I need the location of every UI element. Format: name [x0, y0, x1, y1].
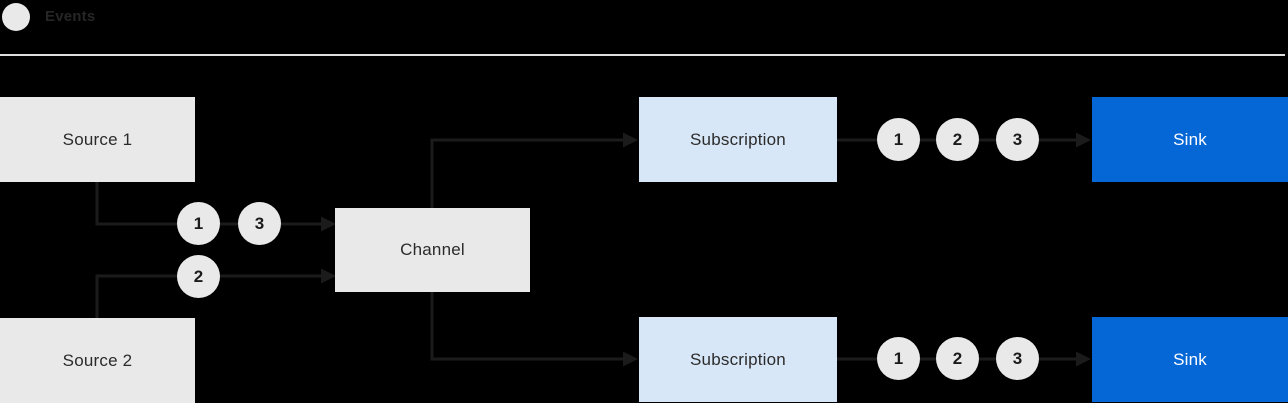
node-source1: Source 1: [0, 97, 195, 182]
event-marker-subscription-top-3: 3: [996, 118, 1039, 161]
event-circle-icon: [2, 3, 30, 31]
event-marker-source1-3: 3: [238, 202, 281, 245]
node-source2-label: Source 2: [62, 350, 133, 370]
event-marker-source1-1: 1: [177, 202, 220, 245]
legend-label: Events: [45, 8, 96, 25]
node-sink-top: Sink: [1092, 97, 1288, 182]
arrowhead-subscription-sink-top: [1076, 132, 1091, 148]
connector-source2-channel: [95, 274, 321, 319]
divider: [0, 54, 1285, 56]
node-source2: Source 2: [0, 318, 195, 403]
node-subscription-top-label: Subscription: [690, 129, 786, 149]
connector-channel-subscription-top: [430, 138, 623, 208]
arrowhead-source2-channel: [321, 268, 336, 284]
node-sink-top-label: Sink: [1173, 129, 1207, 149]
event-marker-subscription-top-2: 2: [936, 118, 979, 161]
arrowhead-source1-channel: [321, 216, 336, 232]
connector-channel-subscription-bottom: [430, 292, 623, 361]
node-sink-bottom-label: Sink: [1173, 349, 1207, 369]
event-marker-subscription-bottom-1: 1: [877, 337, 920, 380]
node-subscription-bottom-label: Subscription: [690, 349, 786, 369]
event-marker-subscription-bottom-3: 3: [996, 337, 1039, 380]
event-marker-subscription-bottom-2: 2: [936, 337, 979, 380]
event-marker-subscription-top-1: 1: [877, 118, 920, 161]
node-sink-bottom: Sink: [1092, 317, 1288, 402]
node-subscription-top: Subscription: [639, 97, 837, 182]
node-subscription-bottom: Subscription: [639, 317, 837, 402]
arrowhead-channel-subscription-bottom: [623, 351, 638, 367]
arrowhead-subscription-sink-bottom: [1076, 351, 1091, 367]
arrowhead-channel-subscription-top: [623, 132, 638, 148]
node-channel: Channel: [335, 208, 530, 292]
node-source1-label: Source 1: [62, 129, 133, 149]
event-marker-source2-2: 2: [177, 255, 220, 298]
node-channel-label: Channel: [400, 240, 465, 259]
